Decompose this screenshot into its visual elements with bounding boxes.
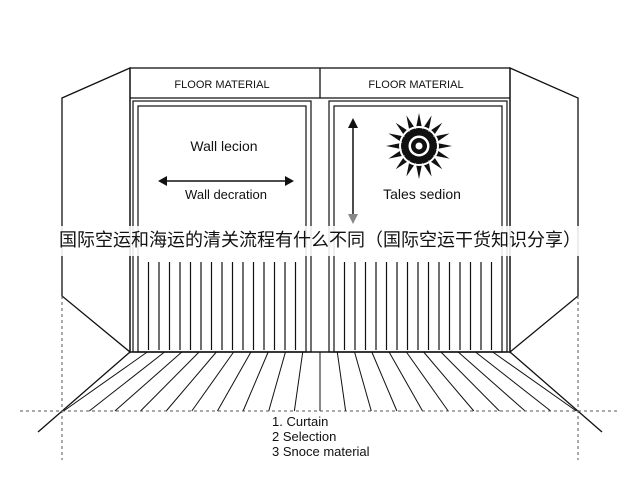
floor-left-edge xyxy=(37,351,131,433)
floor-board-line xyxy=(191,351,235,412)
floor-board-line xyxy=(268,351,286,412)
wall-lecion-label: Wall lecion xyxy=(190,138,257,154)
floor-boards xyxy=(63,351,577,412)
left-header-text: FLOOR MATERIAL xyxy=(174,79,269,91)
floor-board-line xyxy=(88,351,165,412)
legend-list: 1. Curtain 2 Selection 3 Snoce material xyxy=(272,414,370,459)
overlay-title-banner: 国际空运和海运的清关流程有什么不同（国际空运干货知识分享） xyxy=(0,226,640,256)
curtain-slats xyxy=(147,262,493,350)
floor-board-line xyxy=(242,351,269,412)
right-side-wall xyxy=(509,67,579,354)
floor-board-line xyxy=(475,351,552,412)
floor-board-line xyxy=(457,351,526,412)
floor-board-line xyxy=(440,351,500,412)
legend-item-selection: 2 Selection xyxy=(272,429,337,444)
star-ornament-icon xyxy=(386,113,452,179)
floor-board-line xyxy=(371,351,398,412)
floor-board-line xyxy=(423,351,475,412)
right-header-text: FLOOR MATERIAL xyxy=(368,79,463,91)
floor-board-line xyxy=(63,351,148,412)
wall-decration-label: Wall decration xyxy=(185,187,267,202)
left-side-wall xyxy=(61,67,131,354)
floor-board-line xyxy=(336,351,347,412)
legend-item-curtain: 1. Curtain xyxy=(272,414,329,429)
floor-board-line xyxy=(217,351,252,412)
star-ornament-ring xyxy=(399,126,439,166)
floor-board-line xyxy=(492,351,577,412)
floor-right-edge xyxy=(509,351,603,433)
floor-board-line xyxy=(140,351,200,412)
horizontal-double-arrow-icon xyxy=(158,176,294,186)
vertical-double-arrow-icon xyxy=(348,118,358,224)
back-frame xyxy=(129,67,511,353)
legend-item-material: 3 Snoce material xyxy=(272,444,370,459)
floor-board-line xyxy=(388,351,423,412)
floor-board-line xyxy=(293,351,304,412)
floor-board-line xyxy=(354,351,372,412)
tales-sedion-label: Tales sedion xyxy=(383,186,461,202)
floor-board-line xyxy=(165,351,217,412)
floor-board-line xyxy=(114,351,183,412)
floor-board-line xyxy=(405,351,449,412)
